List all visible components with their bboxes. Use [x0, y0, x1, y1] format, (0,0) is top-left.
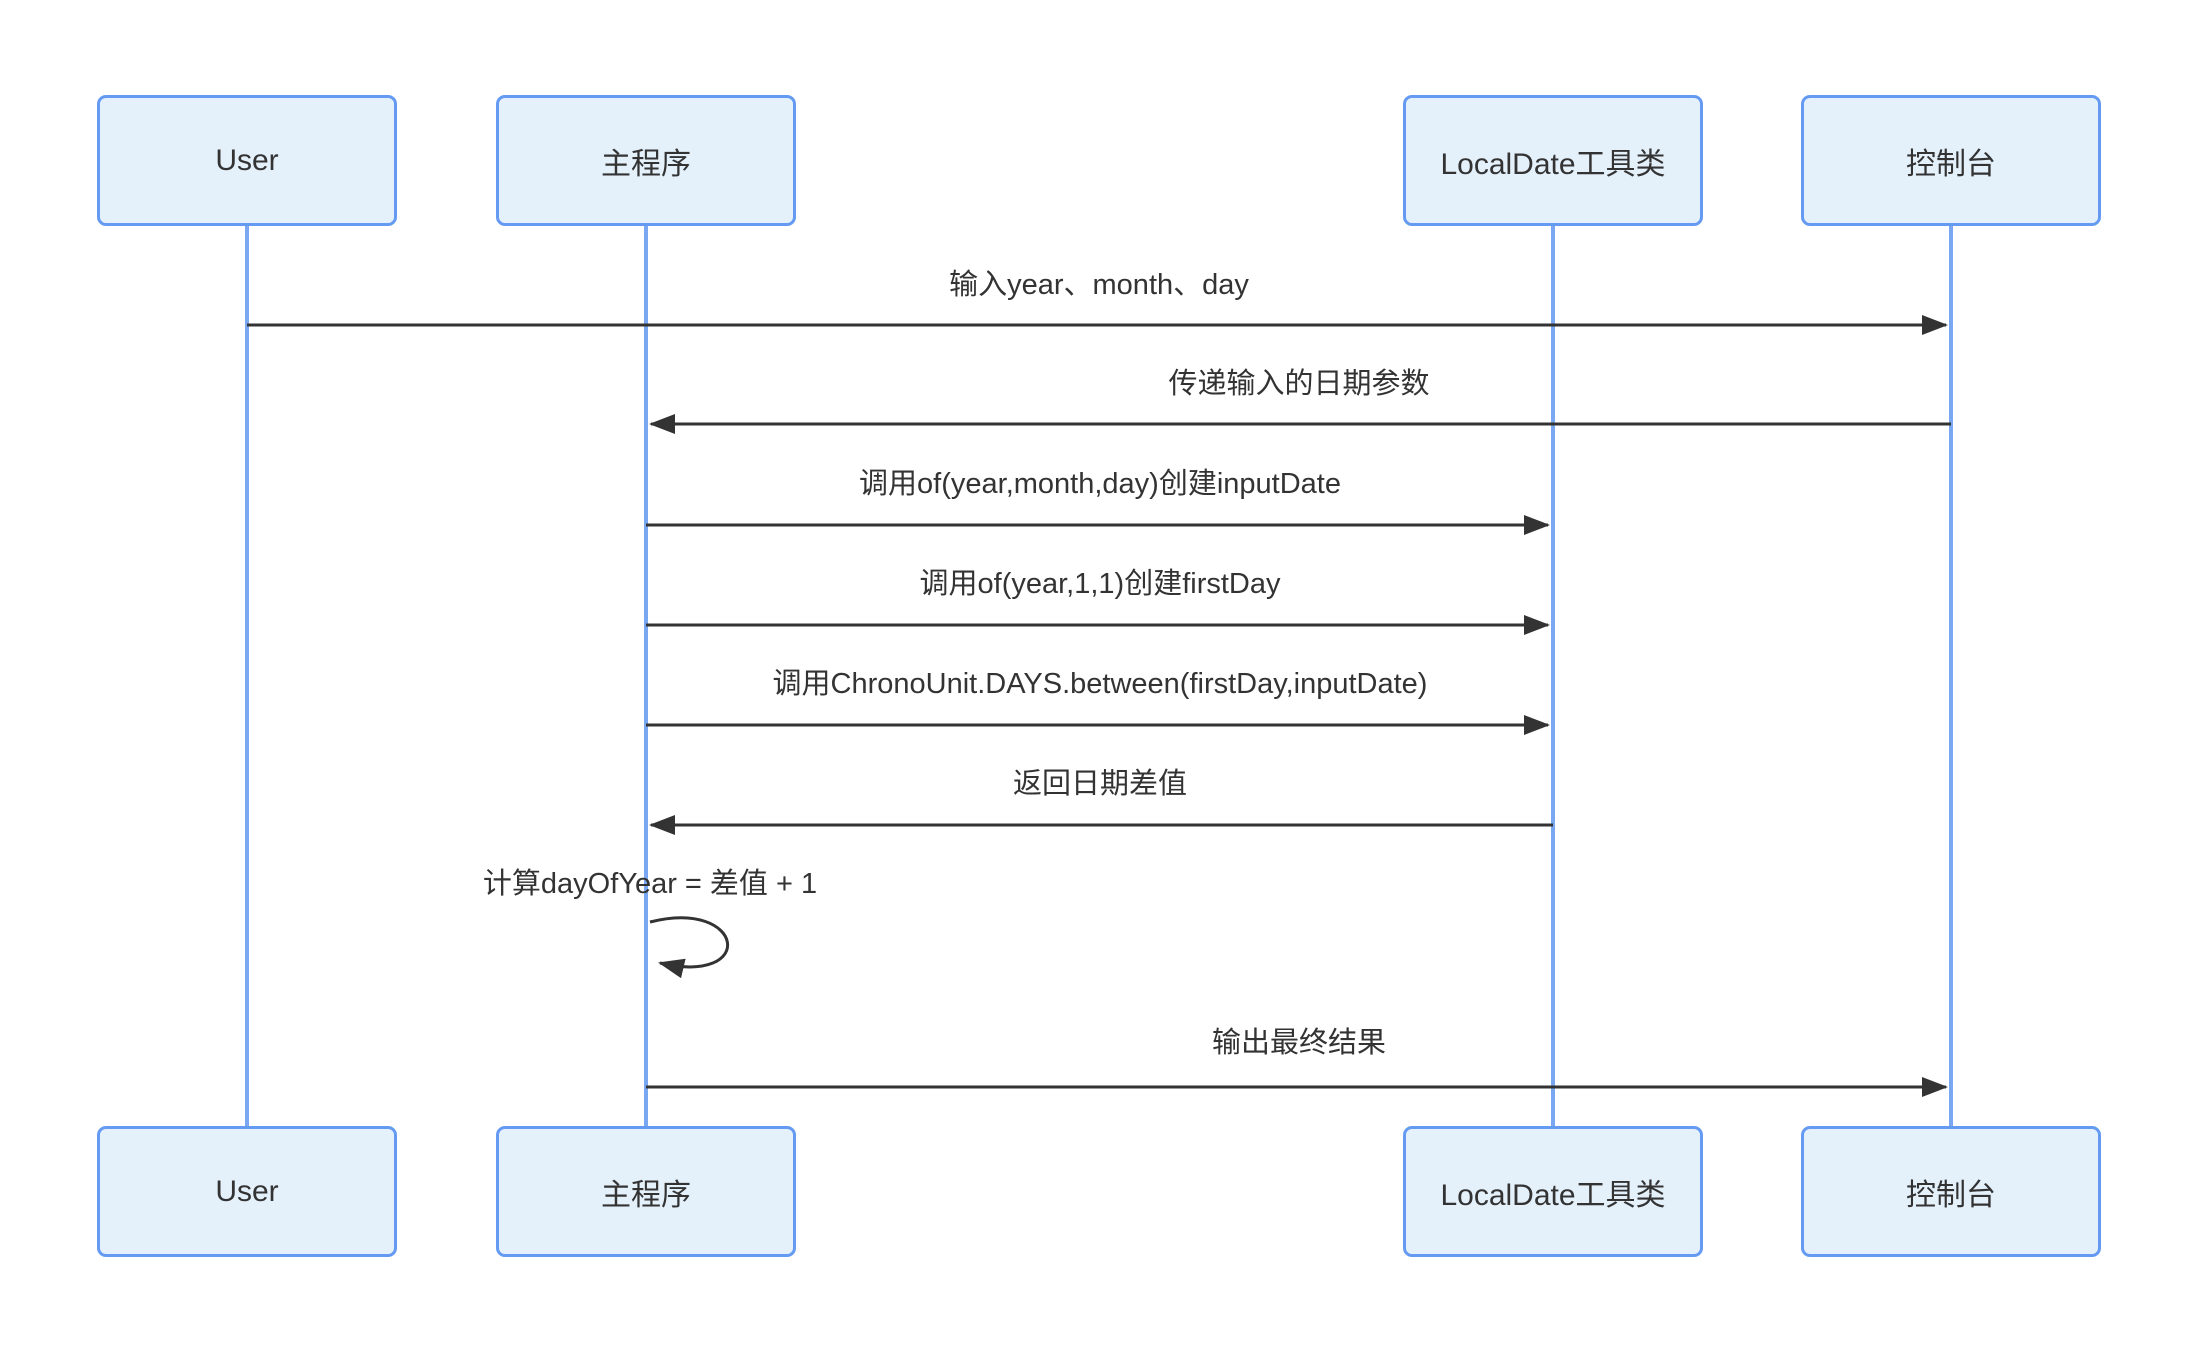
actor-label: 主程序 [601, 1178, 691, 1212]
actor-label: User [215, 1174, 279, 1208]
actor-top-user: User [97, 95, 397, 226]
message-label-6: 返回日期差值 [1012, 768, 1188, 800]
message-label-5: 调用ChronoUnit.DAYS.between(firstDay,input… [772, 668, 1428, 700]
actor-label: 控制台 [1906, 1178, 1996, 1212]
message-label-1: 输入year、month、day [949, 269, 1249, 301]
actor-top-main: 主程序 [496, 95, 796, 226]
actor-top-console: 控制台 [1801, 95, 2101, 226]
actor-label: 主程序 [601, 147, 691, 181]
actor-bottom-console: 控制台 [1801, 1126, 2101, 1257]
message-self-loop-7 [649, 916, 730, 979]
message-label-3: 调用of(year,month,day)创建inputDate [859, 468, 1341, 500]
actor-bottom-user: User [97, 1126, 397, 1257]
actor-bottom-main: 主程序 [496, 1126, 796, 1257]
message-label-7: 计算dayOfYear = 差值 + 1 [482, 868, 818, 900]
actor-bottom-localdate: LocalDate工具类 [1403, 1126, 1703, 1257]
actor-top-localdate: LocalDate工具类 [1403, 95, 1703, 226]
message-label-2: 传递输入的日期参数 [1168, 368, 1430, 400]
message-label-4: 调用of(year,1,1)创建firstDay [919, 568, 1281, 600]
actor-label: 控制台 [1906, 147, 1996, 181]
actor-label: User [215, 143, 279, 177]
message-label-8: 输出最终结果 [1211, 1027, 1387, 1059]
actor-label: LocalDate工具类 [1440, 1178, 1666, 1212]
actor-label: LocalDate工具类 [1440, 147, 1666, 181]
